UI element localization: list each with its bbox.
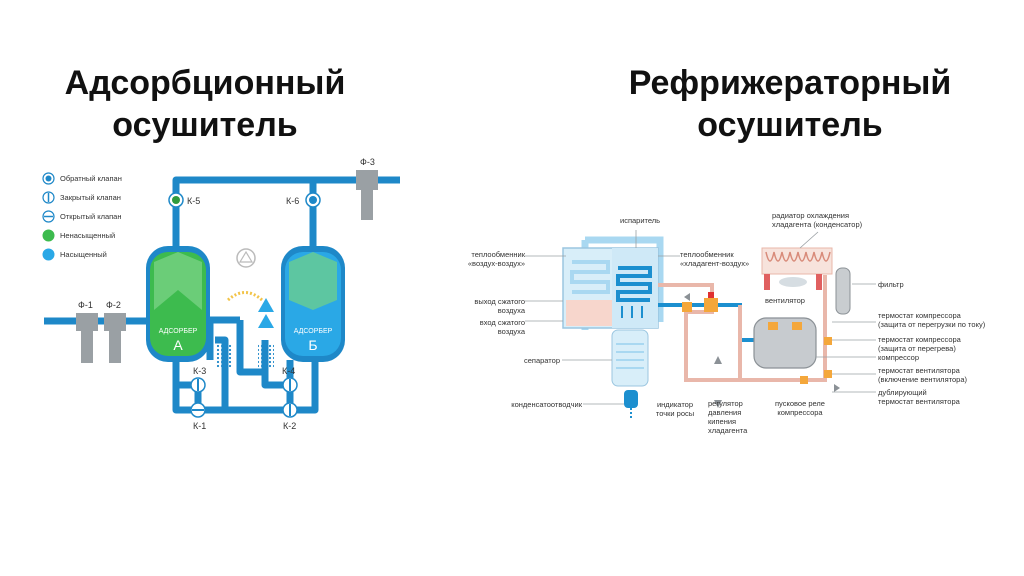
flow-arrow-icon <box>258 314 274 328</box>
left-title: Адсорбционный осушитель <box>20 62 390 146</box>
label-thermo-fan-2: (включение вентилятора) <box>878 375 967 384</box>
adsorber-a-name: АДСОРБЕР <box>158 328 198 335</box>
label-thermo-comp1-2: (защита от перегрузки по току) <box>878 320 986 329</box>
label-dup-thermo-2: термостат вентилятора <box>878 397 960 406</box>
label-k6: К-6 <box>286 196 300 206</box>
condenser <box>761 247 833 275</box>
cold-flow-arrows <box>621 306 643 318</box>
label-thermo-comp2-1: термостат компрессора <box>878 335 961 344</box>
filter-f2 <box>104 313 126 363</box>
filter-f1 <box>76 313 98 363</box>
valve-k4[interactable] <box>282 377 298 393</box>
left-title-line1: Адсорбционный <box>64 64 346 102</box>
label-drain: конденсатоотводчик <box>511 400 582 409</box>
saturated-icon <box>42 248 55 261</box>
label-k2: К-2 <box>283 421 297 431</box>
label-air-out-1: выход сжатого <box>474 297 525 306</box>
silencer-left <box>216 344 232 368</box>
flow-arrows <box>684 293 840 408</box>
label-k5: К-5 <box>187 196 201 206</box>
flow-arrow-icon <box>258 298 274 312</box>
label-filter: фильтр <box>878 280 904 289</box>
adsorber-b <box>281 246 345 362</box>
evaporator-coil <box>616 266 652 302</box>
label-thermo-comp2-2: (защита от перегрева) <box>878 344 956 353</box>
valve-k2[interactable] <box>282 402 298 418</box>
valve-k5[interactable] <box>168 192 184 208</box>
closed-valve-icon <box>42 191 55 204</box>
label-thermo-fan-1: термостат вентилятора <box>878 366 960 375</box>
adsorber-a-letter: А <box>173 337 183 353</box>
valve-k1[interactable] <box>190 402 206 418</box>
check-valve-icon <box>42 172 55 185</box>
left-title-line2: осушитель <box>112 106 298 144</box>
legend-saturated: Насыщенный <box>42 248 107 261</box>
thermo-fan-sensor <box>824 370 832 378</box>
label-evaporator: испаритель <box>620 216 661 225</box>
right-title: Рефрижераторный осушитель <box>590 62 990 146</box>
label-air-in-2: воздуха <box>497 327 525 336</box>
adsorber-b-name: АДСОРБЕР <box>293 328 333 335</box>
label-f3: Ф-3 <box>360 157 375 167</box>
label-f2: Ф-2 <box>106 300 121 310</box>
air-coil <box>570 260 610 294</box>
legend-check-valve: Обратный клапан <box>42 172 122 185</box>
label-thermo-comp1-1: термостат компрессора <box>878 311 961 320</box>
right-title-line1: Рефрижераторный <box>628 64 952 102</box>
label-regulator-3: кипения <box>708 417 737 426</box>
adsorber-b-letter: Б <box>308 337 318 353</box>
open-valve-icon <box>42 210 55 223</box>
label-k3: К-3 <box>193 366 207 376</box>
warm-air-zone <box>566 300 616 326</box>
dew-indicator-sensor <box>682 302 692 312</box>
valve-k6[interactable] <box>305 192 321 208</box>
label-regulator-1: регулятор <box>708 399 743 408</box>
label-start-relay-2: компрессора <box>777 408 823 417</box>
label-air-in-1: вход сжатого <box>479 318 525 327</box>
label-compressor: компрессор <box>878 353 920 362</box>
label-k4: К-4 <box>282 366 296 376</box>
label-air-out-2: воздуха <box>497 306 525 315</box>
label-hx-ref-1: теплообменник <box>680 250 734 259</box>
label-condenser-1: радиатор охлаждения <box>772 211 850 220</box>
label-separator: сепаратор <box>523 356 560 365</box>
blower-arrow-icon <box>238 250 254 263</box>
label-condenser-2: хладагента (конденсатор) <box>772 220 863 229</box>
label-fan: вентилятор <box>765 296 805 305</box>
right-title-line2: осушитель <box>697 106 883 144</box>
legend-unsaturated: Ненасыщенный <box>42 229 115 242</box>
label-regulator-2: давления <box>708 408 742 417</box>
label-dew-1: индикатор <box>656 400 694 409</box>
leader-lines <box>525 230 876 405</box>
label-hx-air-1: теплообменник <box>471 250 525 259</box>
start-relay <box>800 376 808 384</box>
label-start-relay-1: пусковое реле <box>775 399 825 408</box>
compressor <box>753 317 817 369</box>
silencer-right <box>258 344 274 368</box>
filter-drier <box>835 267 851 315</box>
label-dup-thermo-1: дублирующий <box>878 388 927 397</box>
legend-closed-valve: Закрытый клапан <box>42 191 121 204</box>
adsorber-a <box>146 246 210 362</box>
valve-k3[interactable] <box>190 377 206 393</box>
label-hx-air-2: «воздух-воздух» <box>467 259 525 268</box>
label-hx-ref-2: «хладагент-воздух» <box>680 259 750 268</box>
regulator-knob <box>708 292 714 298</box>
legend-open-valve: Открытый клапан <box>42 210 122 223</box>
filter-f3 <box>356 170 378 220</box>
condensate-drain <box>624 390 638 420</box>
label-k1: К-1 <box>193 421 207 431</box>
pressure-regulator <box>704 298 718 312</box>
label-regulator-4: хладагента <box>708 426 748 435</box>
label-f1: Ф-1 <box>78 300 93 310</box>
separator <box>611 329 649 387</box>
fan-icon <box>764 274 822 290</box>
thermo-compressor-overheat <box>824 337 832 345</box>
label-dew-2: точки росы <box>655 409 695 418</box>
unsaturated-icon <box>42 229 55 242</box>
blower-icon <box>236 248 256 268</box>
